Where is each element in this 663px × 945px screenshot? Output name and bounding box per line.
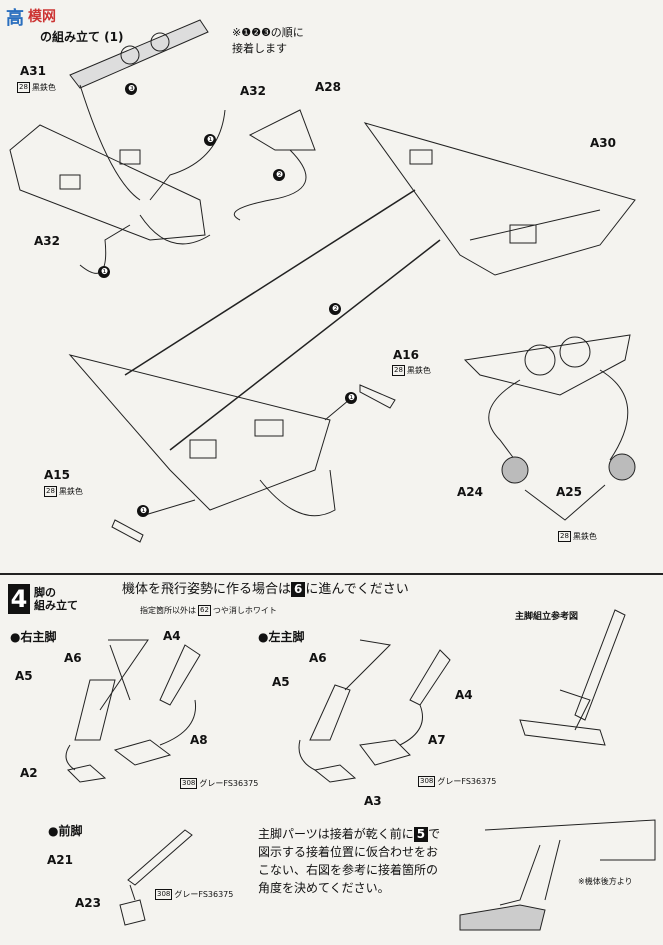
part-a28-shape [248,109,316,151]
order-note-line1: ※❶❷❸の順に [232,26,304,39]
engine-part-shape [463,334,631,396]
label-a15: A15 [44,468,70,482]
label-a24: A24 [457,485,483,499]
wheel-a25-shape [608,453,636,481]
label-l-a7: A7 [428,733,446,747]
step-marker-1c: ❶ [348,393,356,402]
step-marker-2b: ❷ [332,304,340,313]
label-a25: A25 [556,485,582,499]
a4-right-shape [159,644,201,706]
a21-shape [127,829,193,886]
nose-gear-heading: ●前脚 [48,824,83,838]
label-r-a6: A6 [64,651,82,665]
step-title-line2: 組み立て [34,599,78,612]
label-l-a4: A4 [455,688,473,702]
rear-view-note: ※機体後方より [578,877,633,886]
instruction-step-box: 5 [413,827,429,842]
right-main-gear-heading: ●右主脚 [10,630,57,644]
section-divider [0,573,663,575]
a23-shape [119,899,146,926]
label-l-a3: A3 [364,794,382,808]
flight-pose-note-post: に進んでください [305,582,409,597]
watermark-text-2: 模网 [28,9,56,25]
label-a16: A16 [393,348,419,362]
a7-shape [359,739,411,766]
instruction-line2: 図示する接着位置に仮合わせをお [258,845,439,859]
a8-shape [113,739,172,766]
step-marker-2a: ❷ [276,170,284,179]
label-a32-left: A32 [34,234,60,248]
label-a30: A30 [590,136,616,150]
label-r-a4: A4 [163,629,181,643]
label-r-a5: A5 [15,669,33,683]
step-number: 4 [8,584,30,614]
label-n-a21: A21 [47,853,73,867]
step-marker-1b: ❶ [101,267,109,276]
step-title-line1: 脚の [34,586,56,599]
instruction-line4: 角度を決めてください。 [258,881,390,895]
a3-shape [313,764,357,783]
fuselage-right-shape [68,354,331,511]
part-a16-shape [359,384,396,409]
label-r-a2: A2 [20,766,38,780]
wheel-a24-shape [501,456,529,484]
fuselage-left-shape [9,124,206,241]
instruction-line3: こない、右図を参考に接着箇所の [258,863,439,877]
step-marker-1a: ❶ [207,135,215,144]
label-a28: A28 [315,80,341,94]
a2-shape [67,764,107,783]
ref-strut-shape [574,609,626,721]
ref-diagram-title: 主脚組立参考図 [515,612,579,622]
flight-pose-step-box: 6 [291,582,306,597]
a5-left-shape [309,684,351,741]
label-l-a5: A5 [272,675,290,689]
a4-left-shape [409,649,451,706]
flight-pose-note-pre: 機体を飛行姿勢に作る場合は [122,582,292,597]
step-marker-1d: ❶ [140,506,148,515]
label-a31: A31 [20,64,46,78]
a5-shape [74,679,116,741]
step-marker-3: ❸ [128,84,136,93]
label-l-a6: A6 [309,651,327,665]
section-title: の組み立て (1) [40,30,124,44]
watermark-text-1: 高 [6,8,24,29]
part-a15-shape [111,519,144,543]
label-r-a8: A8 [190,733,208,747]
rear-view-fuselage-shape [484,819,656,861]
left-main-gear-heading: ●左主脚 [258,630,305,644]
label-a32-top: A32 [240,84,266,98]
order-note-line2: 接着します [232,42,287,55]
step-title: 脚の 組み立て [34,586,78,612]
watermark-logo: 高 模网 [4,4,72,32]
label-n-a23: A23 [75,896,101,910]
part-a30-shape [363,122,636,276]
